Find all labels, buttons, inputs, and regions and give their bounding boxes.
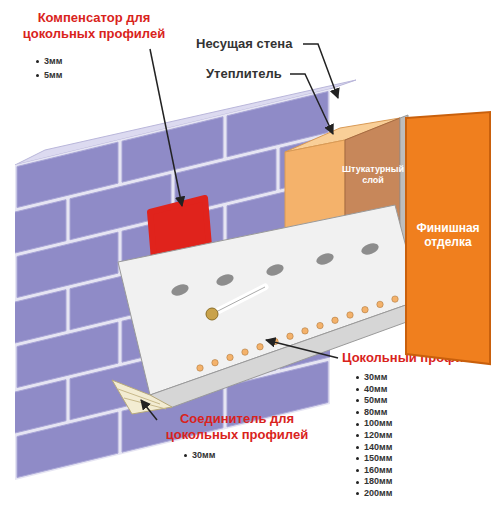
size-item: 50мм xyxy=(356,395,387,406)
slot-hole xyxy=(360,241,380,257)
size-item: 100мм xyxy=(356,418,392,429)
perforation xyxy=(287,333,293,339)
label-text: 80мм xyxy=(364,407,387,417)
bullet-dot xyxy=(36,74,39,77)
leader-line xyxy=(290,74,333,134)
size-item: 140мм xyxy=(356,442,392,453)
dowel-edge xyxy=(212,287,265,314)
part-name: Несущая стена xyxy=(196,36,292,52)
size-item: 3мм xyxy=(36,56,62,67)
label-text: 3мм xyxy=(44,56,62,66)
bullet-dot xyxy=(356,388,359,391)
label-text: 140мм xyxy=(364,442,392,452)
perforation xyxy=(392,296,398,302)
perforation xyxy=(377,301,383,307)
slot-hole xyxy=(170,282,190,298)
size-item: 150мм xyxy=(356,453,392,464)
perforation xyxy=(227,354,233,360)
label-text: 40мм xyxy=(364,384,387,394)
label-text: Соединитель для цокольных профилей xyxy=(166,411,308,442)
bullet-dot xyxy=(36,60,39,63)
bullet-dot xyxy=(356,481,359,484)
dowel-head xyxy=(206,308,218,320)
perforation xyxy=(197,365,203,371)
label-text: Несущая стена xyxy=(196,36,292,51)
perforation xyxy=(347,312,353,318)
slot-hole xyxy=(215,272,235,288)
perforation xyxy=(332,317,338,323)
brick xyxy=(0,257,13,322)
dowel xyxy=(212,287,265,314)
bullet-dot xyxy=(356,411,359,414)
label-text: 180мм xyxy=(364,476,392,486)
finish-layer: Финишная отделка xyxy=(404,110,492,368)
size-item: 120мм xyxy=(356,430,392,441)
perforation xyxy=(242,349,248,355)
brick xyxy=(70,444,171,509)
bullet-dot xyxy=(184,454,187,457)
leader-line xyxy=(150,49,182,206)
size-item: 30мм xyxy=(356,372,387,383)
perforation xyxy=(362,307,368,313)
label-text: Штукатурный слой xyxy=(342,164,404,185)
profile-connector xyxy=(112,380,172,414)
label-text: 150мм xyxy=(364,453,392,463)
size-item: 160мм xyxy=(356,465,392,476)
brick xyxy=(0,347,13,412)
leader-line xyxy=(266,340,338,358)
size-item: 5мм xyxy=(36,70,62,81)
label-text: Утеплитель xyxy=(206,66,282,81)
brick xyxy=(0,470,66,515)
slot-hole xyxy=(265,262,285,278)
bullet-dot xyxy=(356,399,359,402)
label-text: 120мм xyxy=(364,430,392,440)
perforation xyxy=(212,360,218,366)
brick-rows xyxy=(0,66,433,515)
label-text: 50мм xyxy=(364,395,387,405)
size-item: 80мм xyxy=(356,407,387,418)
connector-ridge xyxy=(124,398,166,409)
size-item: 180мм xyxy=(356,476,392,487)
part-name: Штукатурный слой xyxy=(336,164,410,186)
leader-line xyxy=(303,44,338,98)
bullet-dot xyxy=(356,469,359,472)
brick xyxy=(17,412,118,477)
callout-title: Компенсатор для цокольных профилей xyxy=(14,10,174,41)
label-text: 100мм xyxy=(364,418,392,428)
brick xyxy=(0,167,13,232)
callout-title: Соединитель для цокольных профилей xyxy=(158,411,316,442)
size-item: 40мм xyxy=(356,384,387,395)
perforation xyxy=(257,344,263,350)
part-name: Утеплитель xyxy=(206,66,282,82)
label-text: Компенсатор для цокольных профилей xyxy=(23,10,165,41)
label-text: 5мм xyxy=(44,70,62,80)
layer-fill xyxy=(406,112,490,364)
label-text: 30мм xyxy=(192,450,215,460)
bullet-dot xyxy=(356,492,359,495)
perforation xyxy=(302,328,308,334)
perforation xyxy=(317,322,323,328)
label-text: 200мм xyxy=(364,488,392,498)
size-item: 200мм xyxy=(356,488,392,499)
bullet-dot xyxy=(356,423,359,426)
slot-hole xyxy=(315,251,335,267)
bullet-dot xyxy=(356,376,359,379)
size-item: 30мм xyxy=(184,450,215,461)
label-text: 160мм xyxy=(364,465,392,475)
layer-name: Финишная отделка xyxy=(410,222,486,250)
bullet-dot xyxy=(356,457,359,460)
bullet-dot xyxy=(356,434,359,437)
label-text: 30мм xyxy=(364,372,387,382)
bullet-dot xyxy=(356,446,359,449)
leader-line xyxy=(141,400,157,420)
brick xyxy=(0,437,13,502)
